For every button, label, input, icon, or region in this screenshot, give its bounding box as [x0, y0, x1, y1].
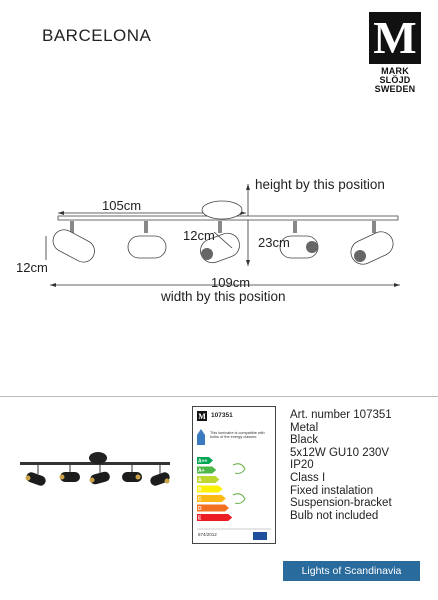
dim-12cm-center: 12cm [183, 228, 215, 243]
footer-banner: Lights of Scandinavia [283, 561, 420, 581]
energy-class-label: E [198, 516, 202, 522]
dimension-drawing [45, 184, 400, 287]
dim-23cm: 23cm [258, 235, 290, 250]
svg-text:M: M [198, 412, 206, 421]
energy-class-label: A [198, 478, 202, 484]
energy-class-label: D [198, 506, 202, 512]
energy-compatibility-note: This luminaire is compatible with bulbs … [210, 431, 265, 440]
spot-5 [350, 221, 394, 265]
logo-line-1: MARK [381, 66, 409, 76]
energy-class-label: B [198, 487, 202, 493]
spec-material: Metal [290, 421, 319, 434]
spot-3 [200, 221, 240, 264]
spec-bulb: Bulb not included [290, 509, 379, 522]
energy-class-bar [197, 485, 223, 493]
energy-class-bar [197, 476, 220, 483]
dim-105cm: 105cm [102, 198, 142, 213]
product-title: BARCELONA [42, 26, 152, 45]
section-divider [0, 396, 438, 397]
spot-2 [127, 221, 167, 259]
logo-mark: M [369, 12, 421, 64]
spec-color: Black [290, 434, 319, 447]
energy-class-label: C [198, 497, 202, 503]
energy-class-label: A+ [198, 468, 205, 474]
energy-class-label: A++ [198, 459, 208, 465]
energy-class-bar [197, 457, 213, 464]
spec-mounting: Suspension-bracket [290, 497, 392, 510]
product-photo [20, 452, 170, 486]
logo-line-2: SLÖJD [379, 75, 411, 85]
spot-4 [279, 221, 319, 259]
spec-power: 5x12W GU10 230V [290, 446, 390, 459]
spec-class: Class I [290, 471, 326, 484]
logo-line-3: SWEDEN [374, 84, 416, 94]
spot-1 [52, 221, 95, 263]
brand-logo: M MARK SLÖJD SWEDEN [369, 12, 421, 94]
width-position-label: width by this position [161, 289, 286, 304]
energy-class-bar [197, 495, 226, 502]
spec-article: Art. number 107351 [290, 409, 392, 421]
spec-ip: IP20 [290, 459, 314, 472]
dim-109cm: 109cm [211, 275, 251, 290]
spec-installation: Fixed instalation [290, 484, 374, 497]
dim-12cm-left: 12cm [16, 260, 48, 275]
energy-regulation: 874/2012 [198, 532, 217, 537]
energy-class-bar [197, 466, 217, 474]
height-position-label: height by this position [255, 177, 385, 192]
energy-article-number: 107351 [211, 412, 233, 419]
spec-list: Art. number 107351 Metal Black 5x12W GU1… [290, 409, 392, 522]
energy-class-bar [197, 514, 233, 521]
energy-class-bar [197, 504, 229, 512]
